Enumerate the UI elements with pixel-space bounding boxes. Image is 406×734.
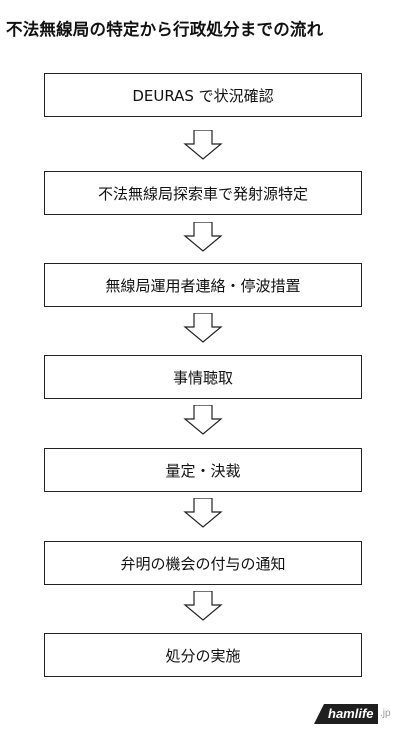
down-arrow-icon (183, 498, 223, 528)
step-box-hearing: 事情聴取 (44, 355, 362, 399)
down-arrow-icon (183, 405, 223, 435)
step-box-enforcement: 処分の実施 (44, 633, 362, 677)
site-logo: hamlife .jp (314, 704, 398, 724)
step-label: 量定・決裁 (165, 461, 241, 480)
logo-tld: .jp (380, 708, 391, 719)
step-label: 事情聴取 (172, 368, 233, 387)
logo-name: hamlife (328, 706, 374, 721)
down-arrow-icon (183, 222, 223, 252)
step-label: DEURAS で状況確認 (132, 86, 274, 105)
step-label: 処分の実施 (165, 646, 241, 665)
step-label: 弁明の機会の付与の通知 (120, 554, 286, 573)
logo-background (314, 704, 378, 724)
down-arrow-icon (183, 130, 223, 160)
down-arrow-icon (183, 591, 223, 621)
step-label: 無線局運用者連絡・停波措置 (105, 276, 301, 295)
step-box-contact-stop: 無線局運用者連絡・停波措置 (44, 263, 362, 307)
step-box-notice: 弁明の機会の付与の通知 (44, 541, 362, 585)
step-box-direction-finding: 不法無線局探索車で発射源特定 (44, 171, 362, 215)
step-box-decision: 量定・決裁 (44, 448, 362, 492)
page-title: 不法無線局の特定から行政処分までの流れ (6, 20, 324, 39)
step-box-deuras: DEURAS で状況確認 (44, 73, 362, 117)
step-label: 不法無線局探索車で発射源特定 (97, 184, 308, 203)
down-arrow-icon (183, 313, 223, 343)
